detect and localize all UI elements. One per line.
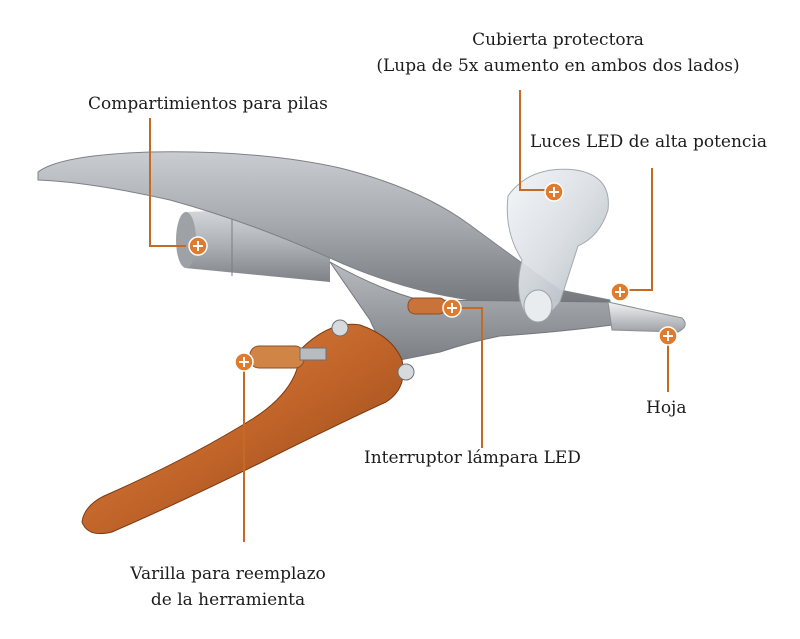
label-cover-line2: (Lupa de 5x aumento en ambos dos lados): [376, 56, 740, 76]
plus-circle-icon: [658, 326, 678, 346]
label-blade: Hoja: [646, 398, 687, 418]
leader-led: [620, 168, 653, 291]
leader-switch: [452, 307, 483, 448]
label-rod-line2: de la herramienta: [150, 590, 306, 610]
plus-circle-icon: [234, 352, 254, 372]
label-cover-line1: Cubierta protectora: [472, 30, 644, 50]
plus-circle-icon: [544, 182, 564, 202]
plus-circle-icon: [610, 282, 630, 302]
label-rod-line1: Varilla para reemplazo: [130, 564, 326, 584]
label-battery: Compartimientos para pilas: [88, 94, 328, 114]
orange-handle: [81, 323, 404, 535]
plus-circle-icon: [442, 298, 462, 318]
label-led-lights: Luces LED de alta potencia: [530, 132, 768, 152]
label-switch: Interruptor lámpara LED: [364, 448, 581, 468]
led-switch: [407, 297, 447, 315]
leader-cover: [519, 90, 550, 191]
magnifier-cover: [506, 168, 609, 319]
leader-battery: [149, 118, 186, 247]
plus-circle-icon: [188, 236, 208, 256]
replacement-rod: [249, 345, 327, 369]
blade: [607, 301, 686, 333]
